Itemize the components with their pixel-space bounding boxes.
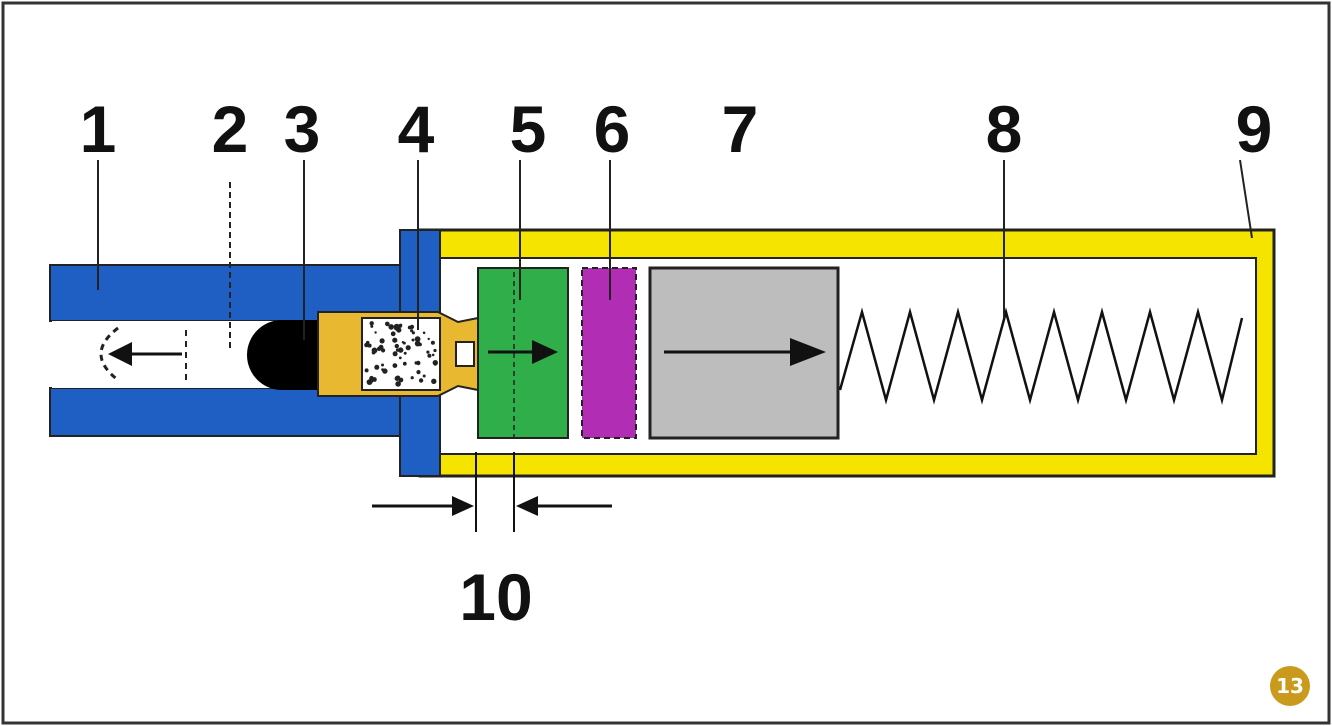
powder-dot: [374, 331, 377, 334]
label-5: 5: [510, 92, 547, 166]
powder-dot: [372, 377, 377, 382]
powder-dot: [394, 343, 399, 349]
powder-dot: [367, 343, 372, 348]
powder-dot: [422, 331, 426, 335]
powder-dot: [414, 361, 418, 365]
label-8: 8: [986, 92, 1023, 166]
powder-dot: [379, 338, 385, 344]
powder-dot: [381, 363, 384, 367]
powder-dot: [401, 341, 405, 344]
powder-dot: [364, 368, 369, 373]
powder-dot: [411, 338, 415, 342]
powder-dot: [371, 350, 376, 355]
stroke-dimension: [372, 452, 612, 532]
powder-dot: [402, 361, 407, 366]
label-1: 1: [80, 92, 117, 166]
figure-badge: [1270, 666, 1310, 706]
powder-dot: [410, 376, 414, 380]
powder-dot: [395, 381, 401, 387]
powder-dot: [370, 324, 374, 328]
powder-dot: [431, 353, 435, 357]
powder-dot: [407, 325, 412, 330]
powder-dot: [403, 351, 407, 355]
label-10: 10: [459, 560, 532, 634]
powder-dot: [382, 368, 388, 374]
powder-dot: [392, 337, 398, 343]
powder-dot: [414, 336, 421, 342]
powder-dot: [411, 331, 415, 335]
powder-dot: [433, 348, 437, 353]
powder-dot: [398, 377, 404, 383]
powder-dot: [394, 376, 400, 381]
powder-dot: [426, 350, 430, 354]
powder-dot: [398, 356, 402, 360]
powder-dot: [374, 364, 380, 370]
powder-dots: [364, 321, 438, 387]
powder-dot: [431, 378, 437, 384]
figure-badge-number: 13: [1276, 674, 1304, 698]
spring: [838, 307, 1244, 405]
exit-cap-dashed: [99, 326, 119, 382]
powder-dot: [422, 374, 426, 378]
label-3: 3: [284, 92, 321, 166]
powder-dot: [393, 323, 400, 330]
powder-dot: [392, 351, 398, 357]
label-4: 4: [398, 92, 435, 166]
powder-dot: [433, 362, 437, 366]
powder-dot: [395, 348, 400, 352]
label-2: 2: [212, 92, 249, 166]
leader-lines: [97, 159, 1253, 350]
left-arrow: [108, 342, 182, 366]
powder-dot: [405, 345, 411, 351]
label-9: 9: [1236, 92, 1273, 166]
powder-dot: [414, 340, 421, 347]
powder-dot: [427, 337, 430, 341]
powder-dot: [418, 378, 424, 383]
powder-dot: [430, 340, 435, 345]
powder-dot: [388, 324, 395, 330]
powder-dot: [378, 344, 384, 350]
powder-dot: [427, 353, 432, 358]
mass-arrow: [664, 338, 826, 366]
powder-dot: [392, 363, 398, 368]
label-6: 6: [594, 92, 631, 166]
casing-inner-cavity: [437, 257, 1257, 455]
powder-dot: [398, 347, 404, 353]
powder-dot: [369, 321, 374, 326]
powder-dot: [385, 321, 390, 327]
powder-dot: [390, 331, 396, 337]
label-7: 7: [722, 92, 759, 166]
piston-arrow: [488, 340, 558, 364]
powder-dot: [416, 370, 421, 375]
ball-element: [247, 320, 320, 390]
powder-dot: [364, 342, 369, 348]
